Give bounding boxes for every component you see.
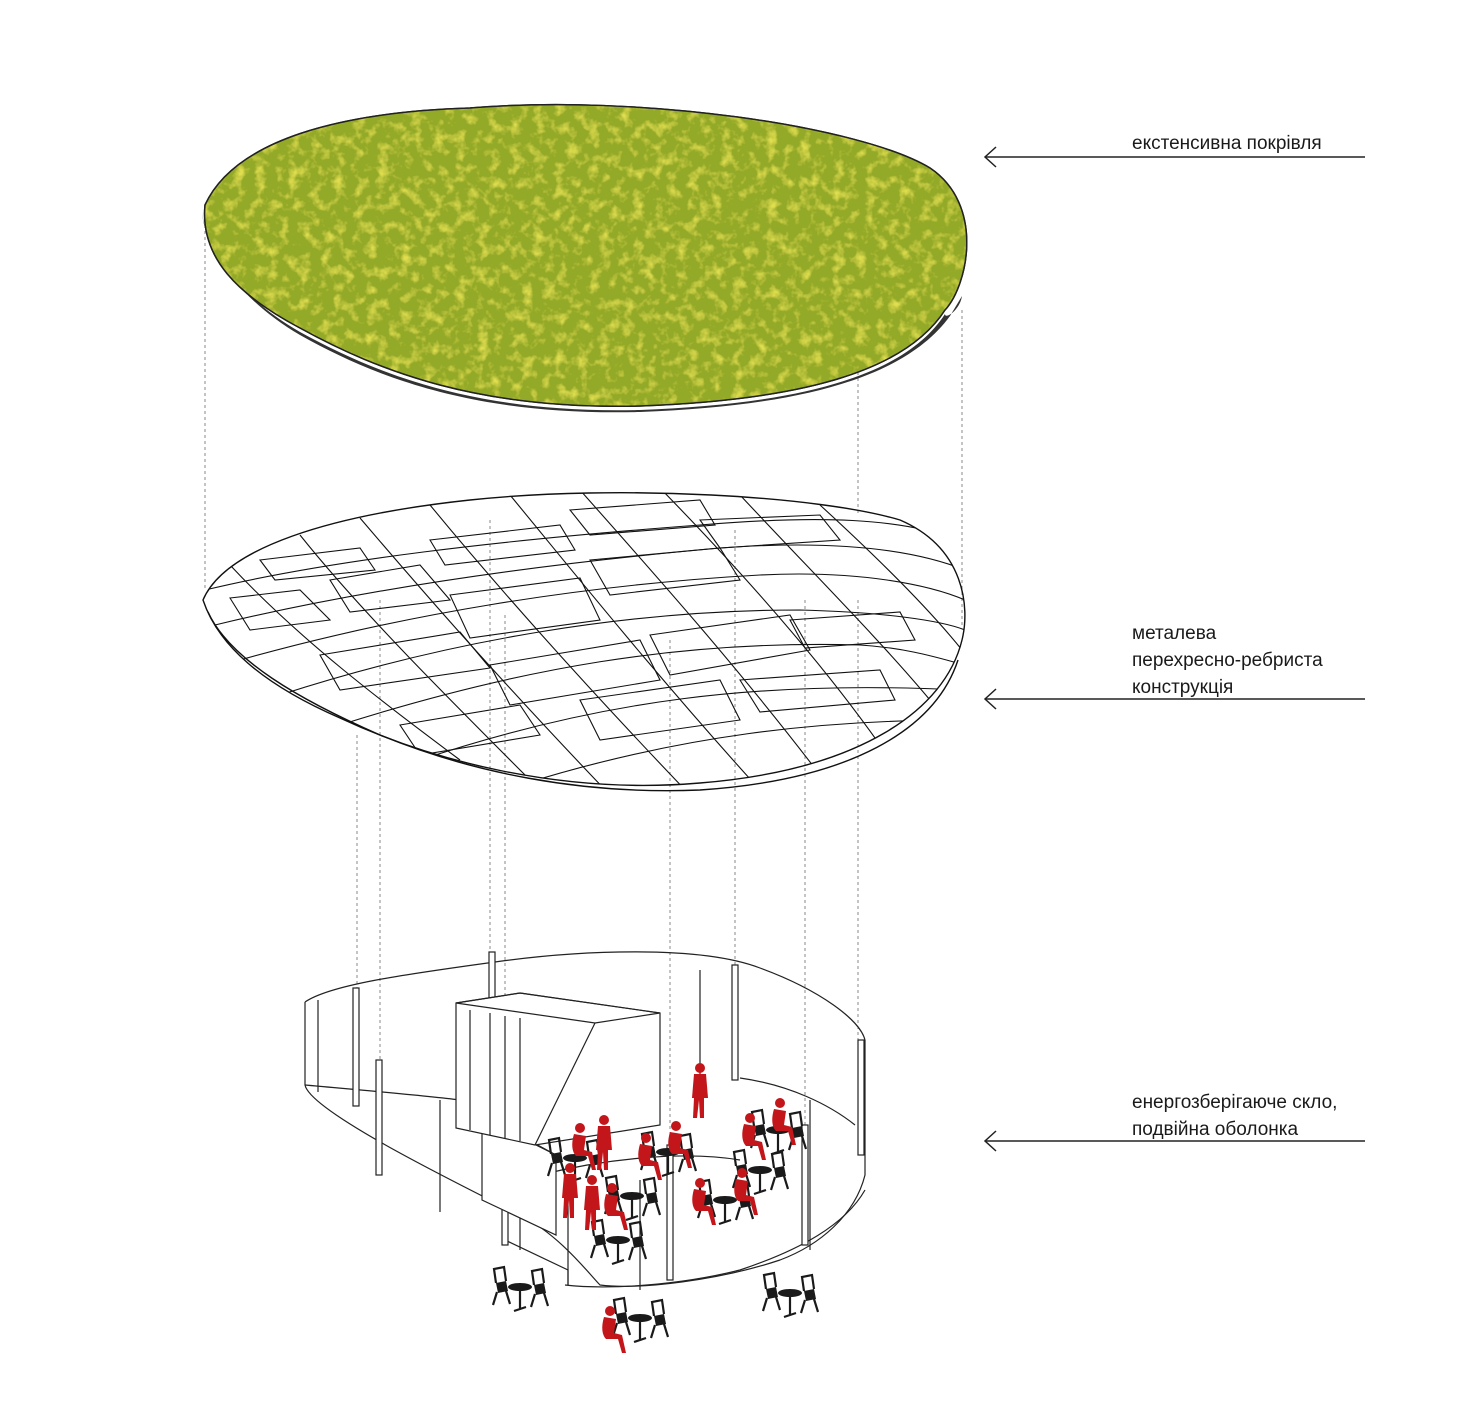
label-glass-shell-line-1: енергозберігаюче скло, <box>1132 1092 1338 1113</box>
label-extensive-roof-text: екстенсивна покрівля <box>1132 133 1322 154</box>
green-roof-layer <box>202 103 968 413</box>
glass-pavilion-layer <box>304 951 866 1290</box>
label-glass-shell-line-2: подвійна оболонка <box>1132 1119 1299 1140</box>
steel-grid-layer <box>202 492 966 792</box>
leader-arrows <box>983 146 1365 1152</box>
label-steel-structure-line-1: металева <box>1132 623 1217 644</box>
label-glass-shell: енергозберігаюче скло, подвійна оболонка <box>1132 1089 1337 1143</box>
label-steel-structure-line-3: конструкція <box>1132 677 1234 698</box>
projection-lines <box>204 225 963 1140</box>
label-steel-structure: металева перехресно-ребриста конструкція <box>1132 620 1323 701</box>
label-steel-structure-line-2: перехресно-ребриста <box>1132 650 1323 671</box>
label-extensive-roof: екстенсивна покрівля <box>1132 130 1322 157</box>
